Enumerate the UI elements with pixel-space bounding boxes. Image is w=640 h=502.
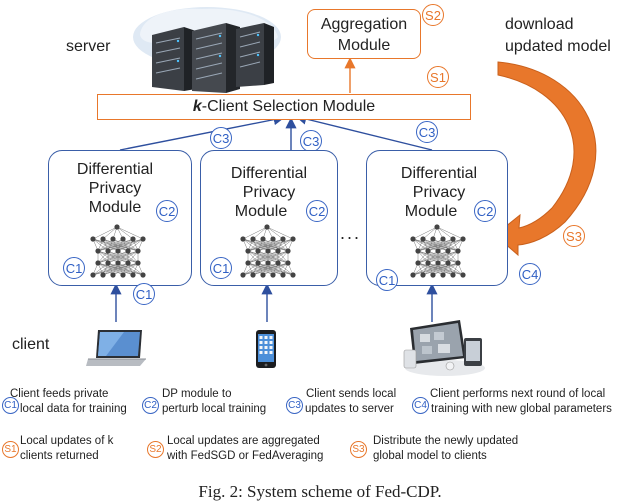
legend-s3-line2: global model to clients — [373, 450, 487, 462]
legend-s2-badge: S2 — [147, 441, 164, 458]
legend-c2-badge: C2 — [142, 397, 159, 414]
s1-badge: S1 — [427, 66, 449, 88]
dp-module-line3: Module — [234, 203, 288, 220]
dp-module-line2: Privacy — [242, 184, 296, 201]
legend-s2-line1: Local updates are aggregated — [167, 435, 320, 447]
client-selection-module: k-Client Selection Module — [97, 94, 471, 120]
caption-prefix: Fig. 2: — [198, 482, 243, 501]
dp-module-line2: Privacy — [412, 184, 466, 201]
client-label: client — [12, 336, 50, 353]
server-label: server — [66, 38, 111, 55]
selection-label: -Client Selection Module — [201, 98, 376, 115]
aggregation-module: Aggregation Module — [307, 9, 421, 59]
legend-s3-badge: S3 — [350, 441, 367, 458]
legend-c1-badge: C1 — [2, 397, 19, 414]
legend-s3-line1: Distribute the newly updated — [373, 435, 519, 447]
dp-module-line2: Privacy — [88, 180, 142, 197]
s2-badge: S2 — [422, 4, 444, 26]
download-arrow-icon — [494, 61, 597, 257]
dp-module-line3: Module — [404, 203, 458, 220]
legend-c3-line2: updates to server — [305, 403, 394, 415]
selection-k: k — [192, 98, 202, 115]
download-label-line2: updated model — [505, 38, 611, 55]
legend-c2-line2: perturb local training — [162, 403, 267, 415]
c1-badge-left-box: C1 — [63, 257, 85, 279]
neural-network-icon — [240, 224, 296, 278]
download-label-line1: download — [505, 16, 574, 33]
aggregation-line2: Module — [337, 37, 391, 54]
caption-text: System scheme of Fed-CDP. — [247, 482, 442, 501]
legend-s1-line2: clients returned — [20, 450, 99, 462]
c3-arrow-left — [119, 114, 285, 151]
legend-c1-line2: local data for training — [20, 403, 127, 415]
c4-badge: C4 — [519, 263, 541, 285]
neural-network-icon — [410, 224, 466, 278]
dp-module-line1: Differential — [76, 161, 154, 178]
legend-c4-line2: training with new global parameters — [431, 403, 612, 415]
legend-c3-badge: C3 — [286, 397, 303, 414]
c2-badge-middle: C2 — [306, 200, 328, 222]
server-rack-icon — [133, 7, 281, 93]
phone-icon — [256, 330, 276, 368]
c1-badge-device: C1 — [133, 283, 155, 305]
legend-c4-badge: C4 — [412, 397, 429, 414]
c1-badge-middle-box: C1 — [210, 257, 232, 279]
c3-arrow-right — [295, 113, 433, 151]
dp-module-line1: Differential — [400, 165, 478, 182]
c1-badge-right-box: C1 — [376, 269, 398, 291]
aggregation-line1: Aggregation — [320, 16, 408, 33]
ellipsis: ... — [340, 223, 362, 243]
dp-module-line1: Differential — [230, 165, 308, 182]
c3-badge-right: C3 — [416, 121, 438, 143]
s3-badge: S3 — [563, 225, 585, 247]
client-box-middle: Differential Privacy Module — [200, 150, 338, 286]
c2-badge-right: C2 — [474, 200, 496, 222]
smart-home-devices-icon — [403, 320, 485, 376]
legend-s2-line2: with FedSGD or FedAveraging — [167, 450, 324, 462]
legend-c2-line1: DP module to — [162, 388, 232, 400]
legend-c4-line1: Client performs next round of local — [430, 388, 606, 400]
c3-badge-middle: C3 — [300, 130, 322, 152]
legend-s1-badge: S1 — [2, 441, 19, 458]
figure-caption: Fig. 2: System scheme of Fed-CDP. — [0, 482, 640, 502]
laptop-icon — [86, 330, 146, 366]
neural-network-icon — [90, 224, 146, 278]
c3-badge-left: C3 — [210, 127, 232, 149]
legend-s1-line1: Local updates of k — [20, 435, 114, 447]
c2-badge-left: C2 — [156, 200, 178, 222]
legend-c1-line1: Client feeds private — [10, 388, 109, 400]
legend-c3-line1: Client sends local — [306, 388, 397, 400]
dp-module-line3: Module — [88, 199, 142, 216]
